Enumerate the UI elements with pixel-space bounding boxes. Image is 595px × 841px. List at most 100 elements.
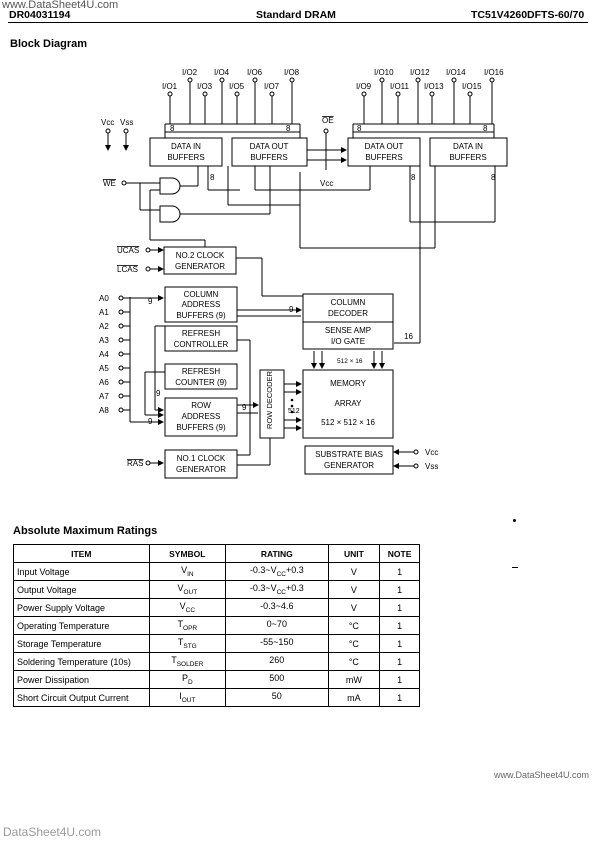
io-pin-terminal: [167, 91, 173, 97]
block-text: ROW DECODER: [265, 370, 274, 429]
and-gate-2: [159, 205, 181, 223]
symbol-main: T: [177, 637, 184, 648]
cell-note: 1: [379, 670, 420, 689]
stray-dot: [513, 519, 516, 522]
block-text: I/O GATE: [331, 337, 365, 346]
io-pin-label: I/O10: [374, 68, 394, 77]
io-pin-label: I/O6: [247, 68, 263, 77]
block-diagram: I/O1I/O2I/O3I/O4I/O5I/O6I/O7I/O8I/O9I/O1…: [99, 68, 508, 479]
block-text: DATA OUT: [365, 142, 404, 151]
vcc-label: Vcc: [101, 118, 114, 127]
block-text: SENSE AMP: [325, 326, 371, 335]
rating-main: 0~70: [266, 619, 287, 630]
bus-9-label: 9: [148, 297, 153, 306]
table-header-row: ITEM SYMBOL RATING UNIT NOTE: [13, 544, 420, 563]
cell-unit: °C: [327, 616, 381, 635]
bus-512-label: 512: [288, 408, 300, 415]
io-pin-terminal: [252, 77, 258, 83]
rating-tail: +0.3: [286, 583, 304, 594]
bus-8-label: 8: [491, 173, 496, 182]
cell-rating: -0.3~VCC+0.3: [225, 562, 329, 581]
address-pin-terminal: [118, 365, 124, 371]
bus-9-label: 9: [242, 403, 247, 412]
io-pin-terminal: [234, 91, 240, 97]
block-text: REFRESH: [182, 367, 220, 376]
bus-9-label: 9: [148, 417, 153, 426]
cell-note: 1: [379, 598, 420, 617]
symbol-subscript: CC: [185, 606, 196, 614]
block-text: BUFFERS: [365, 153, 402, 162]
bus-16-label: 16: [404, 332, 413, 341]
rating-main: -0.3~V: [249, 565, 277, 576]
io-pin-label: I/O11: [390, 82, 410, 91]
cell-item: Short Circuit Output Current: [13, 688, 150, 707]
cell-item: Output Voltage: [13, 580, 150, 599]
header-rule: [8, 22, 588, 23]
block-text: DATA OUT: [250, 142, 289, 151]
bottom-watermark: DataSheet4U.com: [3, 825, 102, 839]
io-pin-terminal: [451, 77, 457, 83]
cell-unit: mW: [327, 670, 381, 689]
data-in-buffers-1: [149, 137, 223, 167]
oe-label: OE: [322, 116, 334, 125]
address-pin-terminal: [118, 323, 124, 329]
block-text: NO.1 CLOCK: [177, 454, 226, 463]
row-decoder: [259, 369, 285, 439]
block-text: MEMORY: [330, 379, 367, 388]
cell-item: Input Voltage: [13, 562, 150, 581]
io-pin-terminal: [187, 77, 193, 83]
io-pin-terminal: [202, 91, 208, 97]
io-pin-label: I/O3: [197, 82, 213, 91]
cell-note: 1: [379, 616, 420, 635]
io-pin-label: I/O2: [182, 68, 198, 77]
io-pin-label: I/O4: [214, 68, 230, 77]
vcc-pin: [105, 128, 111, 151]
symbol-subscript: IN: [187, 570, 194, 578]
block-text: GENERATOR: [175, 262, 225, 271]
cell-rating: -0.3~VCC+0.3: [225, 580, 329, 599]
data-out-buffers-1: [231, 137, 308, 167]
data-out-buffers-2: [347, 137, 421, 167]
substrate-bias-generator: [304, 445, 394, 475]
cell-symbol: VOUT: [148, 580, 227, 599]
cell-rating: 500: [225, 670, 329, 689]
lcas-label: LCAS: [117, 265, 138, 274]
cell-item: Storage Temperature: [13, 634, 150, 653]
vss-pin: [123, 128, 129, 151]
block-text: SUBSTRATE BIAS: [315, 450, 383, 459]
cell-note: 1: [379, 652, 420, 671]
doc-number: DR04031194: [9, 9, 71, 21]
symbol-main: P: [181, 673, 188, 684]
bus-8-label: 8: [357, 124, 362, 133]
io-pin-label: I/O8: [284, 68, 300, 77]
vcc-small-label: Vcc: [320, 179, 333, 188]
address-pin-terminal: [118, 309, 124, 315]
cell-symbol: VIN: [148, 562, 227, 581]
cell-unit: V: [327, 598, 381, 617]
memory-array: [302, 369, 394, 439]
cell-symbol: IOUT: [148, 688, 227, 707]
cell-note: 1: [379, 634, 420, 653]
address-pin-terminal: [118, 379, 124, 385]
block-text: ADDRESS: [182, 412, 221, 421]
bus-8-label: 8: [483, 124, 488, 133]
ucas-label: UCAS: [117, 246, 139, 255]
cell-unit: V: [327, 562, 381, 581]
symbol-main: T: [171, 655, 177, 666]
bus-8-label: 8: [411, 173, 416, 182]
address-pin-label: A2: [99, 322, 109, 331]
bias-vcc-label: Vcc: [425, 448, 438, 457]
refresh-counter: [164, 363, 238, 390]
cell-unit: V: [327, 580, 381, 599]
address-pin-terminal: [118, 295, 124, 301]
address-pin-label: A4: [99, 350, 109, 359]
symbol-main: I: [179, 691, 182, 702]
